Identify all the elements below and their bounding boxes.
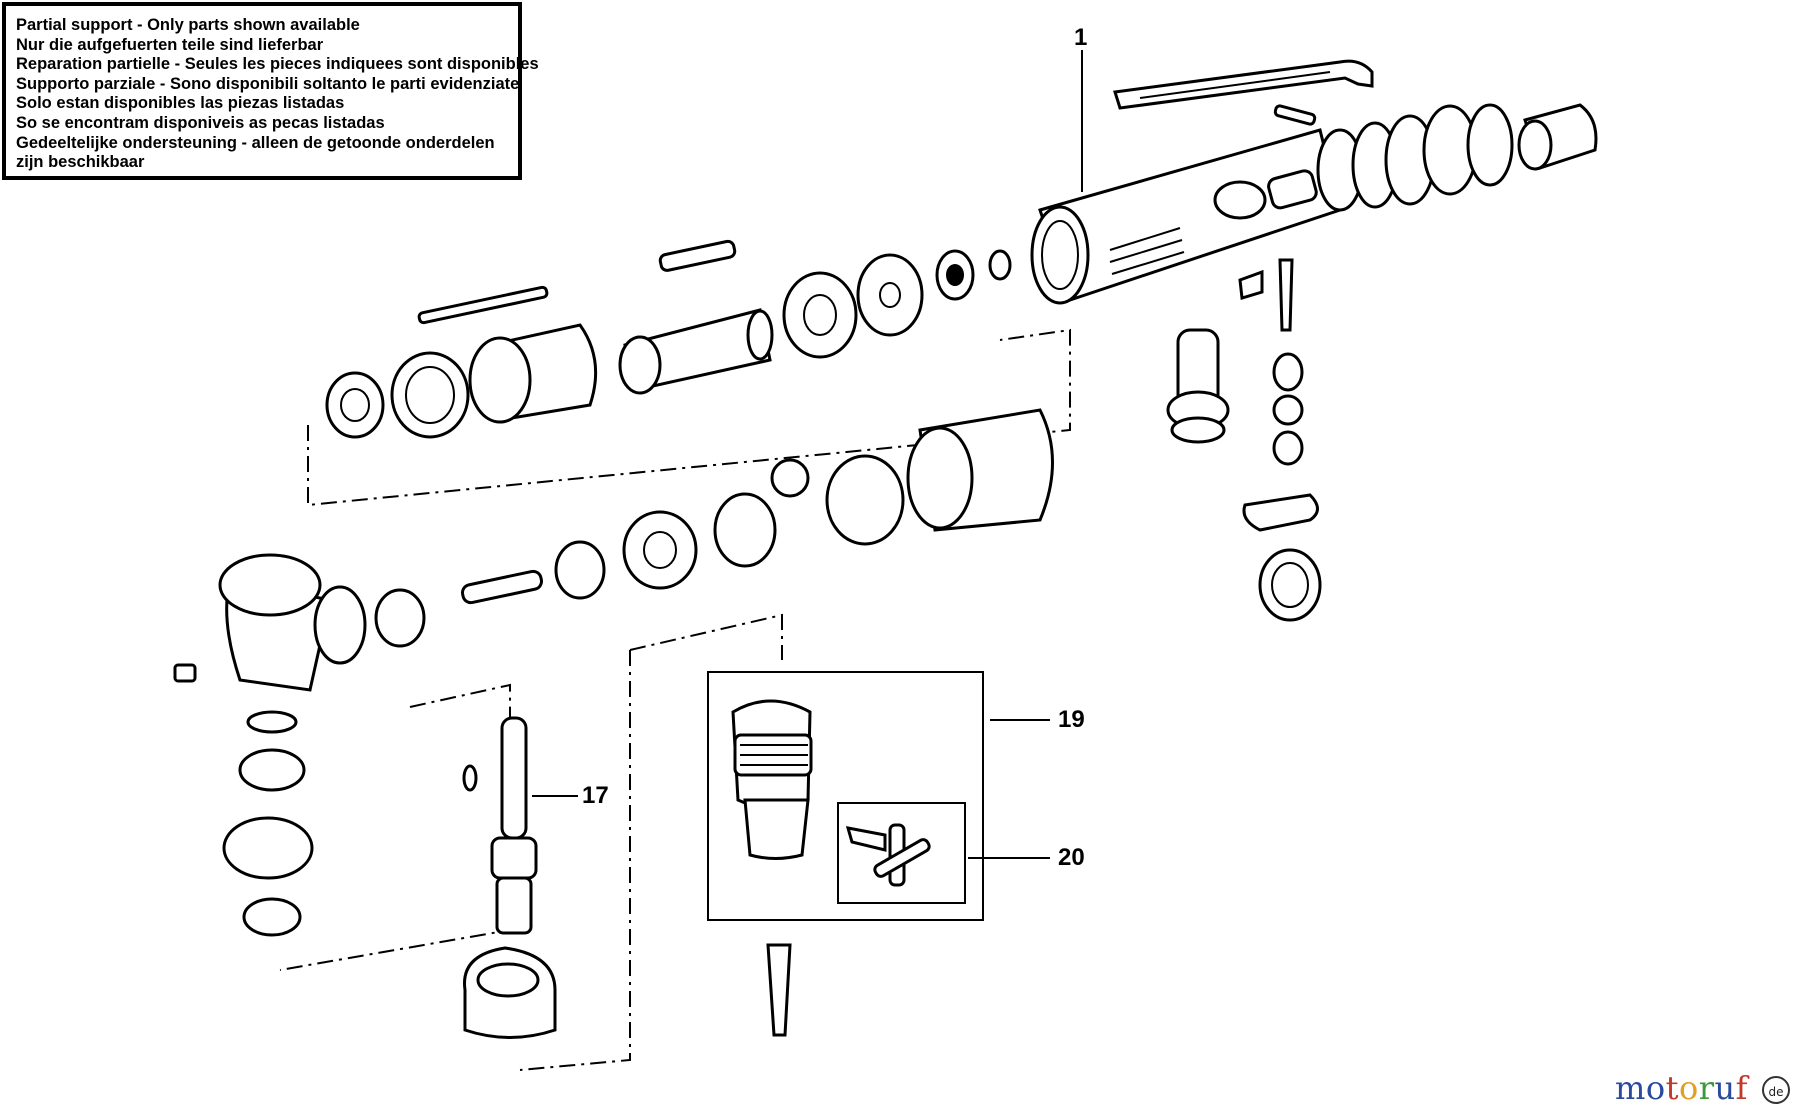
rear-assembly bbox=[1316, 103, 1598, 212]
notice-line: Partial support - Only parts shown avail… bbox=[16, 16, 360, 34]
chuck-key-box bbox=[837, 802, 966, 904]
watermark-letter: o bbox=[1678, 1069, 1699, 1107]
assembly-bracket-lower bbox=[279, 683, 511, 971]
throttle-lever bbox=[1113, 59, 1374, 110]
partial-support-notice: Partial support - Only parts shown avail… bbox=[2, 2, 539, 180]
notice-line: Gedeeltelijke ondersteuning - alleen de … bbox=[16, 133, 495, 152]
pin bbox=[1273, 104, 1317, 126]
chuck-box bbox=[707, 671, 984, 921]
drill-chuck bbox=[731, 699, 813, 860]
watermark-letter: t bbox=[1665, 1069, 1679, 1107]
inlet-valve-stack bbox=[1166, 258, 1322, 622]
notice-line: Supporto parziale - Sono disponibili sol… bbox=[16, 74, 520, 93]
watermark-letter: m bbox=[1615, 1069, 1646, 1107]
assembly-bracket-upper bbox=[307, 328, 1071, 507]
callout-part-19: 19 bbox=[1058, 706, 1085, 733]
notice-line: Solo estan disponibles las piezas listad… bbox=[16, 94, 345, 113]
watermark-letter: u bbox=[1714, 1069, 1736, 1107]
chuck-key bbox=[845, 823, 931, 887]
watermark-letter: r bbox=[1698, 1069, 1715, 1107]
watermark-letter: o bbox=[1645, 1069, 1666, 1107]
notice-line: zijn beschikbaar bbox=[16, 153, 145, 172]
callout-part-17: 17 bbox=[582, 782, 609, 809]
region-badge: de bbox=[1762, 1076, 1790, 1104]
assembly-bracket-chuck bbox=[519, 613, 783, 1071]
motor-parts-row bbox=[325, 239, 1012, 439]
motoruf-watermark: motoruf bbox=[1615, 1072, 1748, 1104]
spindle-shaft bbox=[462, 716, 557, 1039]
notice-line: Reparation partielle - Seules les pieces… bbox=[16, 55, 539, 74]
chuck-screw bbox=[766, 943, 792, 1037]
callout-part-20: 20 bbox=[1058, 844, 1085, 871]
spindle-stack-left bbox=[222, 710, 314, 937]
gear-head-row bbox=[173, 408, 1054, 692]
main-housing bbox=[1030, 128, 1342, 305]
callout-part-1: 1 bbox=[1074, 24, 1088, 51]
notice-line: Nur die aufgefuerten teile sind lieferba… bbox=[16, 35, 324, 54]
notice-line: So se encontram disponiveis as pecas lis… bbox=[16, 113, 385, 132]
watermark-letter: f bbox=[1735, 1069, 1748, 1107]
